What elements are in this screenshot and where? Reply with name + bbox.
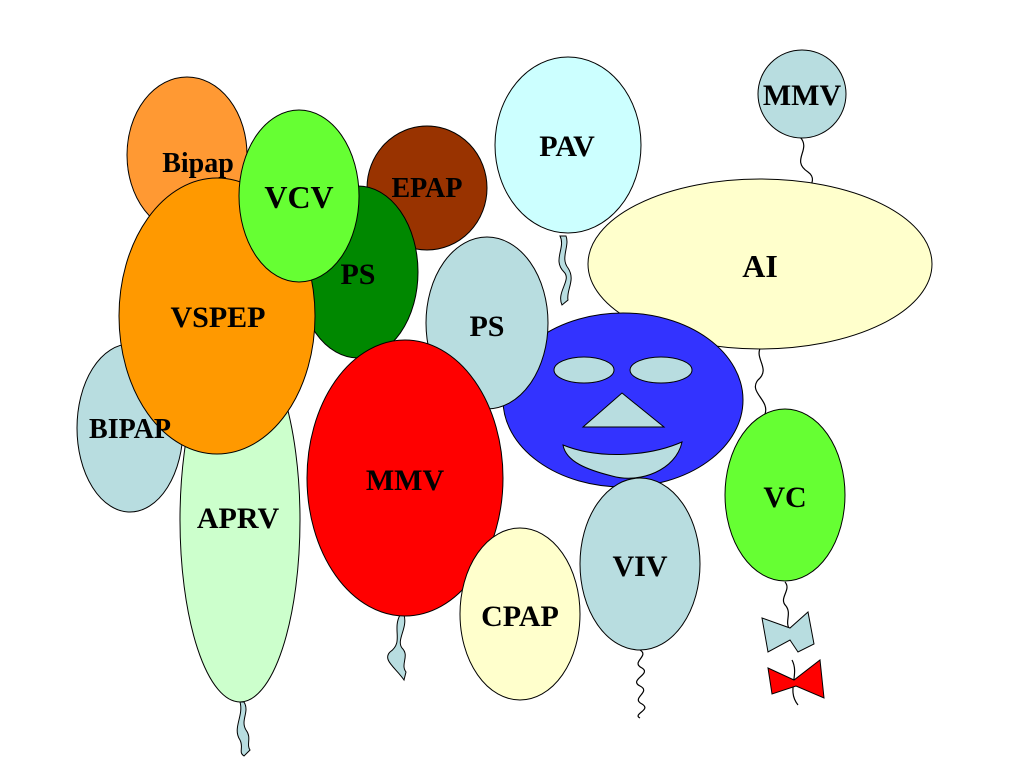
balloon-mmv-red <box>306 339 504 617</box>
tail-viv-curl <box>636 649 646 719</box>
balloon-viv <box>579 477 701 651</box>
label-pav: PAV <box>539 130 595 163</box>
label-vc: VC <box>763 481 806 514</box>
face-mouth-icon <box>562 441 683 479</box>
face-left-eye-icon <box>553 356 615 384</box>
bow-tie-blue-icon <box>761 611 815 653</box>
tail-aprv <box>236 701 251 757</box>
label-bipap: Bipap <box>162 148 234 179</box>
bow-tie-red-icon <box>767 659 825 699</box>
balloon-cpap <box>459 527 581 701</box>
face-right-eye-icon <box>629 356 693 384</box>
label-ps-green: PS <box>340 258 375 291</box>
balloon-ai <box>587 178 933 350</box>
label-vcv: VCV <box>264 179 333 215</box>
label-vspep: VSPEP <box>170 301 265 334</box>
label-cpap: CPAP <box>481 600 559 633</box>
label-ai: AI <box>742 248 778 284</box>
label-mmv-red: MMV <box>366 464 445 497</box>
tail-pav <box>558 235 572 306</box>
tail-mmv-red <box>387 614 407 682</box>
balloon-vcv <box>238 109 360 283</box>
label-mmv-small: MMV <box>763 79 842 112</box>
label-ps-blue: PS <box>469 310 504 343</box>
label-bipap-upper: BIPAP <box>89 414 171 445</box>
balloon-mmv-small <box>757 49 847 139</box>
label-epap: EPAP <box>391 173 462 204</box>
label-viv: VIV <box>612 550 667 583</box>
balloon-pav <box>494 56 642 234</box>
string-vc <box>782 581 791 631</box>
balloon-vc <box>724 408 846 582</box>
face-nose-icon <box>581 392 666 428</box>
label-aprv: APRV <box>197 502 280 535</box>
